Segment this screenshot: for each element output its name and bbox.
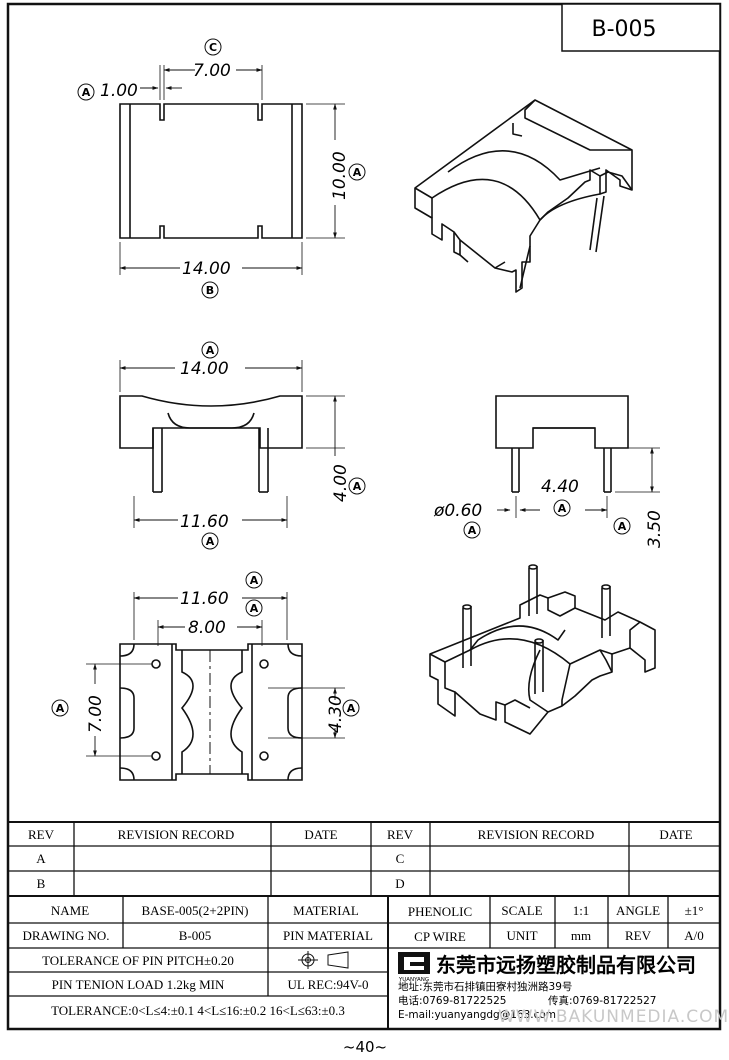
svg-text:C: C bbox=[209, 41, 217, 54]
dim-bottom-outer: 11.60 bbox=[180, 589, 229, 609]
datum-marker: A bbox=[348, 163, 366, 181]
svg-text:A: A bbox=[56, 702, 65, 715]
part-number-box: B-005 bbox=[561, 3, 721, 52]
company-logo: YUANYANG bbox=[398, 952, 430, 983]
svg-text:A: A bbox=[347, 702, 356, 715]
projection-symbol-icon bbox=[298, 951, 349, 969]
revision-table bbox=[8, 821, 720, 897]
spec-material-value: PHENOLIC bbox=[408, 904, 472, 919]
rev-row-c: C bbox=[396, 851, 405, 866]
dim-side-pin-len: 3.50 bbox=[645, 510, 665, 548]
rev-header-record-1: REVISION RECORD bbox=[118, 827, 235, 842]
rev-row-b: B bbox=[37, 876, 46, 891]
spec-rev-label: REV bbox=[625, 928, 652, 943]
company-address: 地址:东莞市石排镇田寮村独洲路39号 bbox=[398, 980, 572, 993]
dim-side-pin-span: 4.40 bbox=[541, 477, 579, 497]
watermark: WWW.BAKUNMEDIA.COM bbox=[498, 1007, 729, 1027]
svg-text:A: A bbox=[82, 86, 91, 99]
svg-text:A: A bbox=[618, 520, 627, 533]
svg-text:A: A bbox=[353, 480, 362, 493]
spec-unit-value: mm bbox=[571, 928, 591, 943]
dim-side-pin-dia: ø0.60 bbox=[433, 501, 482, 521]
dim-front-length: 14.00 bbox=[180, 359, 229, 379]
datum-marker: A bbox=[245, 599, 263, 617]
front-view bbox=[119, 360, 345, 528]
rev-header-rev-2: REV bbox=[387, 827, 414, 842]
datum-marker: A bbox=[201, 341, 219, 359]
dim-top-height: 10.00 bbox=[330, 151, 350, 200]
spec-scale-value: 1:1 bbox=[573, 903, 590, 918]
top-view bbox=[119, 65, 345, 275]
datum-marker: A bbox=[613, 517, 631, 535]
part-number: B-005 bbox=[591, 17, 656, 42]
spec-name-label: NAME bbox=[51, 903, 89, 918]
svg-text:A: A bbox=[206, 535, 215, 548]
isometric-view-bottom bbox=[429, 564, 656, 735]
company-email: E-mail:yuanyangdg@163.com bbox=[398, 1009, 556, 1021]
dim-bottom-right: 4.30 bbox=[326, 695, 346, 733]
svg-text:B: B bbox=[206, 284, 214, 297]
dim-front-pin-span: 11.60 bbox=[180, 512, 229, 532]
bottom-view bbox=[86, 592, 345, 781]
spec-table bbox=[8, 896, 720, 1029]
svg-text:YUANYANG: YUANYANG bbox=[398, 977, 429, 983]
side-view bbox=[495, 395, 660, 518]
svg-text:A: A bbox=[558, 502, 567, 515]
isometric-view-top bbox=[414, 99, 633, 293]
sheet-border bbox=[6, 2, 722, 1031]
datum-marker: A bbox=[245, 571, 263, 589]
datum-marker: A bbox=[342, 699, 360, 717]
datum-marker: A bbox=[201, 532, 219, 550]
rev-header-date-2: DATE bbox=[659, 827, 692, 842]
datum-marker: A bbox=[553, 499, 571, 517]
rev-row-d: D bbox=[395, 876, 404, 891]
spec-name-value: BASE-005(2+2PIN) bbox=[142, 903, 249, 918]
spec-ul: UL REC:94V-0 bbox=[287, 977, 368, 992]
spec-pin-material-label: PIN MATERIAL bbox=[283, 928, 373, 943]
rev-header-date-1: DATE bbox=[304, 827, 337, 842]
rev-header-record-2: REVISION RECORD bbox=[478, 827, 595, 842]
svg-text:A: A bbox=[206, 344, 215, 357]
datum-marker: A bbox=[463, 521, 481, 539]
spec-pin-tension: PIN TENION LOAD 1.2kg MIN bbox=[52, 977, 225, 992]
svg-text:A: A bbox=[250, 602, 259, 615]
svg-text:A: A bbox=[353, 166, 362, 179]
dim-top-slot: 7.00 bbox=[193, 61, 231, 81]
datum-marker: C bbox=[204, 38, 222, 56]
dim-bottom-inner: 8.00 bbox=[188, 618, 226, 638]
dim-bottom-left: 7.00 bbox=[86, 695, 106, 733]
spec-angle-label: ANGLE bbox=[616, 903, 660, 918]
datum-marker: B bbox=[201, 281, 219, 299]
svg-text:A: A bbox=[468, 524, 477, 537]
rev-row-a: A bbox=[36, 851, 46, 866]
dim-front-height: 4.00 bbox=[331, 464, 351, 502]
spec-drawing-label: DRAWING NO. bbox=[22, 928, 109, 943]
company-fax: 传真:0769-81722527 bbox=[548, 994, 657, 1007]
spec-scale-label: SCALE bbox=[501, 903, 542, 918]
page-number: ~40~ bbox=[343, 1038, 387, 1056]
spec-unit-label: UNIT bbox=[506, 928, 537, 943]
svg-text:A: A bbox=[250, 574, 259, 587]
datum-marker: A bbox=[51, 699, 69, 717]
spec-tol-pitch: TOLERANCE OF PIN PITCH±0.20 bbox=[42, 953, 234, 968]
datum-marker: A bbox=[77, 83, 95, 101]
dim-top-length: 14.00 bbox=[182, 259, 231, 279]
spec-rev-value: A/0 bbox=[684, 928, 704, 943]
spec-drawing-value: B-005 bbox=[179, 928, 212, 943]
company-phone: 电话:0769-81722525 bbox=[398, 994, 507, 1007]
spec-material-label: MATERIAL bbox=[293, 903, 359, 918]
spec-tolerance: TOLERANCE:0<L≤4:±0.1 4<L≤16:±0.2 16<L≤63… bbox=[51, 1003, 345, 1018]
rev-header-rev-1: REV bbox=[28, 827, 55, 842]
company-name: 东莞市远扬塑胶制品有限公司 bbox=[436, 953, 696, 977]
spec-angle-value: ±1° bbox=[685, 903, 704, 918]
datum-marker: A bbox=[348, 477, 366, 495]
dim-top-pin-width: 1.00 bbox=[100, 81, 138, 101]
spec-pin-material-value: CP WIRE bbox=[414, 929, 466, 944]
